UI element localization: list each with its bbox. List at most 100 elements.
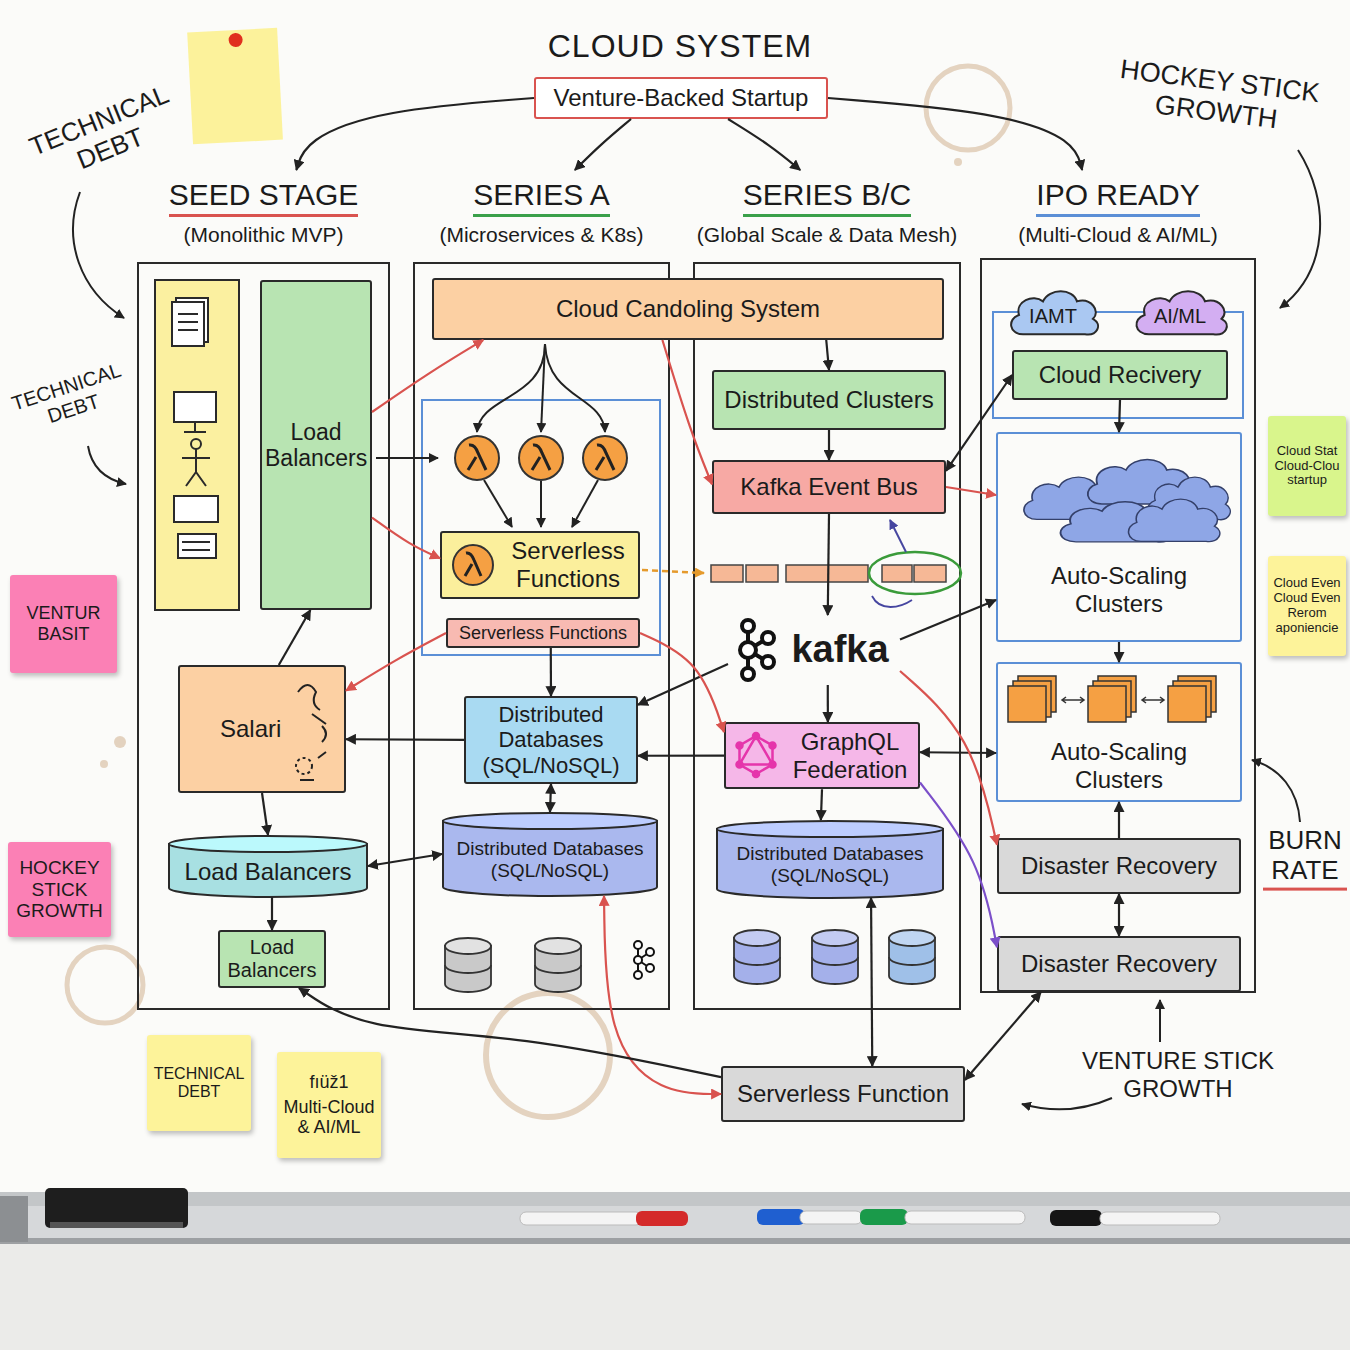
node-label: Distributed Clusters — [724, 386, 933, 414]
node-label: HOCKEY STICK GROWTH — [14, 857, 105, 923]
graphql-icon — [753, 771, 759, 777]
monolith-panel — [155, 280, 239, 610]
graphql-box: GraphQL Federation — [724, 722, 920, 789]
storage-cylinder — [535, 938, 581, 954]
database-cylinder: Load Balancers — [168, 835, 368, 897]
cluster-region: Auto-Scaling Clusters — [996, 432, 1242, 642]
database-cylinder: Distributed Databases (SQL/NoSQL) — [442, 812, 658, 896]
node-label: Auto-Scaling Clusters — [1004, 562, 1234, 617]
fan-out-arrow — [484, 480, 512, 527]
graphql-icon — [737, 762, 743, 768]
storage-cylinder — [889, 930, 935, 946]
node-label: Kafka Event Bus — [740, 473, 917, 501]
marker-tray — [0, 1206, 1350, 1238]
event-stream-bars — [786, 565, 868, 582]
storage-cylinder — [889, 957, 935, 965]
connector — [638, 754, 724, 756]
leader-arrow — [73, 150, 1320, 1109]
node-label: Distributed Databases (SQL/NoSQL) — [450, 838, 650, 882]
node-label: fıüž1 — [309, 1072, 348, 1093]
fan-out-arrow — [376, 457, 438, 459]
node-label: TECHNICAL DEBT — [151, 1065, 247, 1102]
coffee-drop — [114, 736, 126, 748]
highlight-ring — [869, 552, 961, 594]
kafka-mini-icon — [634, 941, 654, 979]
node-label: Serverless Functions — [504, 537, 632, 592]
database-box: Distributed Databases (SQL/NoSQL) — [464, 696, 638, 784]
connector — [1118, 894, 1120, 936]
node-label: Distributed Databases (SQL/NoSQL) — [724, 843, 936, 887]
cylinder-body — [717, 829, 943, 898]
dashed-stream-arrow — [642, 570, 704, 573]
blank-sticky-note — [187, 28, 283, 145]
cloud-shape: AI/ML — [1128, 284, 1232, 342]
coffee-drop — [100, 760, 108, 768]
eraser — [45, 1188, 188, 1228]
cylinder-top — [169, 836, 367, 852]
functions-frame — [422, 400, 660, 655]
sticky-note: fıüž1Multi-Cloud & AI/ML — [277, 1052, 381, 1158]
connector — [346, 633, 446, 691]
node-label: Cloud Even Cloud Even Rerom aponiencie — [1271, 576, 1343, 636]
recovery-box: Disaster Recovery — [997, 838, 1241, 894]
kafka-logo — [762, 656, 774, 668]
stack-link — [1062, 697, 1084, 703]
node-label: Load Balancers — [223, 936, 321, 982]
monolith-panel — [184, 422, 206, 432]
stage-heading: SEED STAGE — [169, 178, 359, 217]
node-label: Distributed Databases (SQL/NoSQL) — [474, 702, 628, 778]
connector — [946, 375, 1012, 471]
eraser — [45, 1188, 188, 1228]
node-label: Cloud Stat Cloud-Clou startup — [1271, 444, 1343, 489]
leader-arrow — [1022, 1098, 1112, 1109]
sticky-note: VENTUR BASIT — [10, 575, 117, 673]
marker-pen — [520, 1212, 642, 1225]
blank-sticky-note — [187, 28, 283, 145]
kafka-mini-icon — [634, 956, 642, 964]
connector — [946, 487, 996, 495]
marker-tray — [0, 1238, 1350, 1244]
kafka-logo — [762, 632, 774, 644]
node-label: Load Balancers — [265, 419, 367, 472]
connector — [662, 340, 712, 484]
connector — [299, 988, 721, 1077]
lambda-icon — [596, 445, 614, 470]
cylinder-body — [443, 821, 657, 896]
node-label: Serverless Functions — [459, 623, 627, 644]
diagram-title: CLOUD SYSTEM — [480, 28, 880, 65]
graphql-icon — [753, 733, 759, 739]
scribble — [298, 685, 326, 742]
container-stack — [1008, 676, 1216, 722]
lambda-icon — [532, 445, 550, 470]
node-label: VENTUR BASIT — [18, 603, 109, 644]
connector — [550, 784, 551, 812]
marker-pen — [757, 1209, 805, 1225]
coffee-stain — [67, 947, 143, 1023]
container-stack — [1168, 686, 1206, 722]
event-stream-bars — [882, 565, 912, 582]
storage-cylinder — [445, 965, 491, 973]
connector — [728, 119, 800, 170]
kafka-logo — [742, 668, 754, 680]
connector — [1118, 802, 1120, 838]
graphql-icon — [740, 736, 773, 774]
connector — [372, 340, 483, 412]
connector — [262, 793, 268, 835]
database-cylinder: Distributed Databases (SQL/NoSQL) — [716, 820, 944, 898]
system-bar: Cloud Candoling System — [432, 278, 944, 340]
title-wrap: CLOUD SYSTEM — [480, 28, 880, 65]
graphql-icon — [737, 733, 776, 777]
cloud-body — [1136, 291, 1226, 334]
kafka-mini-icon — [634, 941, 642, 949]
board-surface — [0, 1244, 1350, 1350]
annotation: BURN RATE — [1263, 826, 1347, 891]
monolith-panel — [178, 534, 216, 558]
monolith-panel — [172, 302, 204, 346]
connector — [296, 98, 534, 170]
cylinder-top — [717, 821, 943, 837]
leader-arrow — [88, 446, 126, 484]
cluster-clouds — [1129, 499, 1220, 541]
cluster-box: Distributed Clusters — [712, 370, 946, 430]
graphql-icon — [737, 743, 743, 749]
